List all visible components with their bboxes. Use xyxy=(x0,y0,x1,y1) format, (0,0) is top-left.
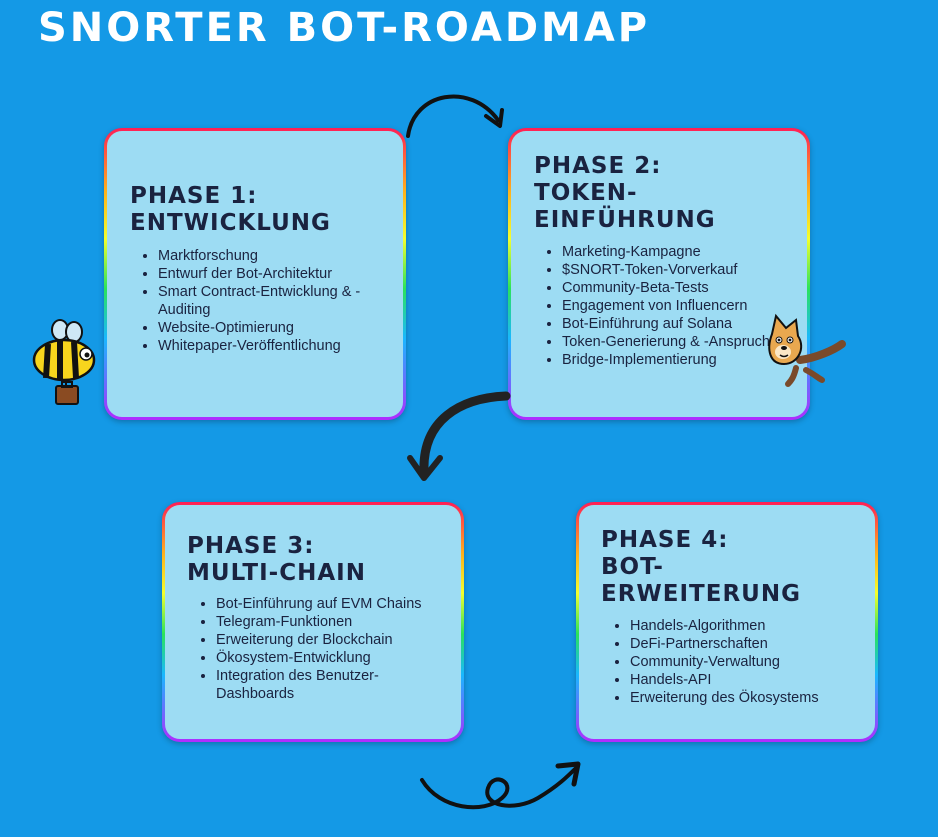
loop-arrow-icon xyxy=(420,761,581,810)
phase-1-list: Marktforschung Entwurf der Bot-Architekt… xyxy=(134,247,408,355)
phase-1-card: PHASE 1: ENTWICKLUNG Marktforschung Entw… xyxy=(104,128,406,420)
list-item: Token-Generierung & -Anspruch xyxy=(562,333,808,351)
list-item: DeFi-Partnerschaften xyxy=(630,635,870,653)
phase-3-title: PHASE 3: MULTI-CHAIN xyxy=(187,533,366,586)
list-item: Handels-Algorithmen xyxy=(630,617,870,635)
list-item: Marketing-Kampagne xyxy=(562,243,808,261)
list-item: Handels-API xyxy=(630,671,870,689)
phase-4-list: Handels-Algorithmen DeFi-Partnerschaften… xyxy=(606,617,870,707)
phase-3-list: Bot-Einführung auf EVM Chains Telegram-F… xyxy=(192,595,456,703)
list-item: Whitepaper-Veröffentlichung xyxy=(158,337,408,355)
list-item: Community-Verwaltung xyxy=(630,653,870,671)
list-item: Entwurf der Bot-Architektur xyxy=(158,265,408,283)
phase-2-list: Marketing-Kampagne $SNORT-Token-Vorverka… xyxy=(538,243,808,369)
list-item: Erweiterung der Blockchain xyxy=(216,631,456,649)
phase-3-card: PHASE 3: MULTI-CHAIN Bot-Einführung auf … xyxy=(162,502,464,742)
phase-4-title: PHASE 4: BOT- ERWEITERUNG xyxy=(601,527,801,607)
list-item: Telegram-Funktionen xyxy=(216,613,456,631)
list-item: Integration des Benutzer-Dashboards xyxy=(216,667,456,703)
page-title: SNORTER BOT-ROADMAP xyxy=(38,5,651,51)
list-item: Community-Beta-Tests xyxy=(562,279,808,297)
list-item: Erweiterung des Ökosystems xyxy=(630,689,870,707)
phase-1-title: PHASE 1: ENTWICKLUNG xyxy=(130,183,331,236)
list-item: Website-Optimierung xyxy=(158,319,408,337)
bee-with-briefcase-icon xyxy=(32,319,96,405)
list-item: Marktforschung xyxy=(158,247,408,265)
list-item: Bot-Einführung auf Solana xyxy=(562,315,808,333)
curved-arrow-icon xyxy=(407,391,511,481)
dog-mascot-icon xyxy=(768,313,846,387)
phase-2-title: PHASE 2: TOKEN- EINFÜHRUNG xyxy=(534,153,716,233)
list-item: Bot-Einführung auf EVM Chains xyxy=(216,595,456,613)
list-item: Ökosystem-Entwicklung xyxy=(216,649,456,667)
list-item: Smart Contract-Entwicklung & -Auditing xyxy=(158,283,408,319)
curved-arrow-icon xyxy=(406,94,504,138)
phase-2-card: PHASE 2: TOKEN- EINFÜHRUNG Marketing-Kam… xyxy=(508,128,810,420)
list-item: $SNORT-Token-Vorverkauf xyxy=(562,261,808,279)
phase-4-card: PHASE 4: BOT- ERWEITERUNG Handels-Algori… xyxy=(576,502,878,742)
list-item: Engagement von Influencern xyxy=(562,297,808,315)
list-item: Bridge-Implementierung xyxy=(562,351,808,369)
